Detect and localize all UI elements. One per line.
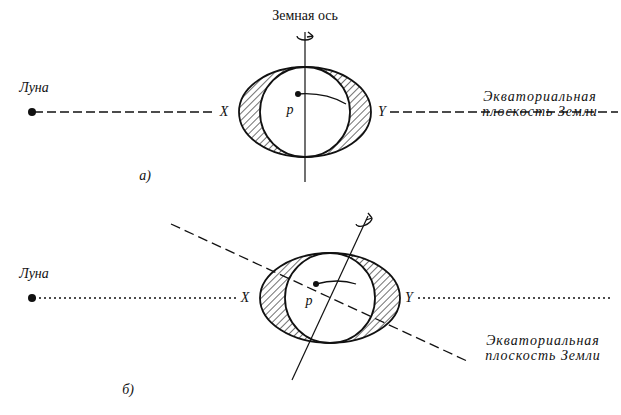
point-label: p bbox=[287, 102, 294, 117]
moon-dot bbox=[28, 108, 36, 116]
point-label: Y bbox=[376, 104, 388, 119]
point-label: Y bbox=[403, 290, 415, 305]
point-label: X bbox=[218, 104, 231, 119]
plane-label: Экваториальная плоскость Земли bbox=[473, 333, 613, 364]
equatorial-plane bbox=[171, 224, 467, 361]
earth-axis bbox=[292, 216, 368, 380]
plane-label: Экваториальная плоскость Земли bbox=[470, 89, 610, 120]
rotation-arrowhead bbox=[366, 213, 372, 220]
rotation-arrowhead bbox=[307, 32, 313, 37]
parallel-arc bbox=[298, 94, 346, 104]
panel-label: б) bbox=[122, 382, 134, 397]
parallel-arc bbox=[316, 281, 356, 284]
panel-b bbox=[28, 213, 612, 380]
moon-line bbox=[34, 297, 236, 298]
moon-dot bbox=[28, 294, 36, 302]
point-p bbox=[295, 91, 301, 97]
moon-line bbox=[34, 111, 214, 112]
earth-axis bbox=[304, 32, 305, 182]
moon-label: Луна bbox=[19, 80, 49, 95]
point-label: p bbox=[306, 293, 313, 308]
point-p bbox=[313, 281, 319, 287]
moon-line-far bbox=[418, 297, 612, 298]
axis-label: Земная ось bbox=[272, 8, 338, 23]
panel-label: а) bbox=[139, 168, 151, 183]
point-label: X bbox=[239, 290, 252, 305]
moon-label: Луна bbox=[19, 266, 49, 281]
panel-a bbox=[28, 32, 618, 182]
